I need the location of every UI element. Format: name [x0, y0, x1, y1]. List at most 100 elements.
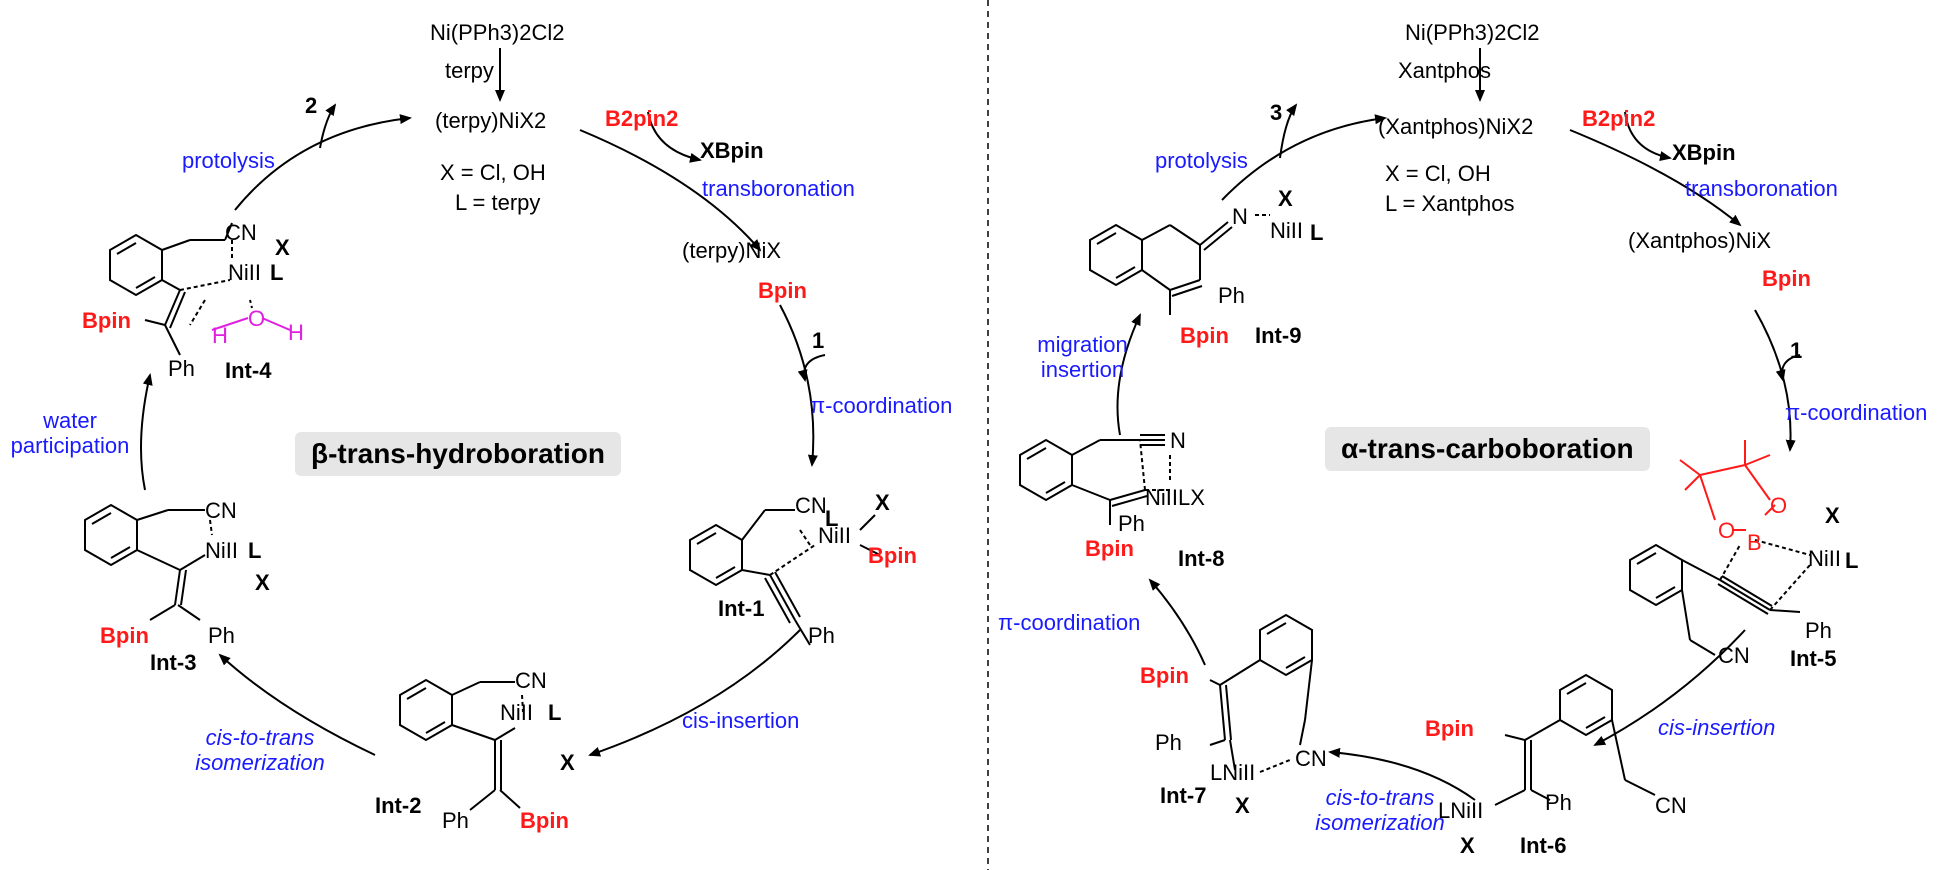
left-product-number: 2: [305, 93, 318, 118]
left-byproduct-xbpin: XBpin: [700, 138, 764, 163]
int3-cn: CN: [205, 498, 237, 523]
int2-x: X: [560, 750, 575, 775]
right-step-isomerization: cis-to-trans isomerization: [1315, 785, 1445, 836]
int1-ph: Ph: [808, 623, 835, 648]
int7-x: X: [1235, 793, 1250, 818]
left-active-species: (terpy)NiX: [682, 238, 782, 263]
int5-label: Int-5: [1790, 646, 1837, 671]
right-step-pi-coordination-2: π-coordination: [998, 610, 1141, 635]
int6-cn: CN: [1655, 793, 1687, 818]
right-step-protolysis: protolysis: [1155, 148, 1248, 173]
left-reagent-b2pin2: B2pin2: [605, 106, 679, 131]
int8-n: N: [1170, 428, 1186, 453]
left-x-definition: X = Cl, OH: [440, 160, 546, 185]
int1-ni: NiII: [818, 523, 851, 548]
int6-structure: [1494, 673, 1656, 806]
int5-x: X: [1825, 503, 1840, 528]
int9-label: Int-9: [1255, 323, 1302, 348]
right-active-species: (Xantphos)NiX: [1628, 228, 1772, 253]
int7-bpin: Bpin: [1140, 663, 1189, 688]
int5-ni: NiII: [1808, 546, 1841, 571]
arrow-b2pin2-in-left: [647, 111, 702, 163]
int5-structure: [1629, 440, 1811, 656]
int2-ph: Ph: [442, 808, 469, 833]
int2-cn: CN: [515, 668, 547, 693]
int5-o2: O: [1770, 493, 1788, 518]
int3-structure: [84, 503, 213, 621]
left-l-definition: L = terpy: [455, 190, 541, 215]
left-complex: (terpy)NiX2: [435, 108, 547, 133]
arrow-water-left: [140, 373, 153, 491]
arrow-pi-coordination-2-right: [1148, 578, 1206, 666]
right-x-definition: X = Cl, OH: [1385, 161, 1491, 186]
int3-bpin: Bpin: [100, 623, 149, 648]
int1-label: Int-1: [718, 596, 765, 621]
int6-x: X: [1460, 833, 1475, 858]
int4-structure: [109, 222, 291, 356]
right-l-definition: L = Xantphos: [1385, 191, 1515, 216]
int1-l: L: [825, 506, 839, 531]
right-title-banner: α-trans-carboboration: [1325, 427, 1650, 471]
int3-ph: Ph: [208, 623, 235, 648]
int9-bpin: Bpin: [1180, 323, 1229, 348]
int2-bpin: Bpin: [520, 808, 569, 833]
int3-x: X: [255, 570, 270, 595]
int3-label: Int-3: [150, 650, 197, 675]
int9-n1: N: [1232, 204, 1248, 229]
int2-ni: NiII: [500, 700, 533, 725]
int8-structure: [1019, 434, 1171, 525]
int4-water-o: O: [248, 306, 266, 331]
arrow-migration-right: [1116, 313, 1141, 436]
arrow-isomerization-right: [1328, 747, 1476, 801]
left-step-pi-coordination: π-coordination: [810, 393, 953, 418]
arrow-cis-insertion-left: [588, 629, 801, 757]
arrow-pi-coordination-left: [779, 304, 818, 467]
int1-bpin: Bpin: [868, 543, 917, 568]
int4-x: X: [275, 235, 290, 260]
int6-lni: LNiII: [1438, 798, 1484, 823]
int9-ph: Ph: [1218, 283, 1245, 308]
left-step-protolysis: protolysis: [182, 148, 275, 173]
left-step-water: water participation: [10, 408, 130, 459]
int7-cn: CN: [1295, 746, 1327, 771]
right-complex: (Xantphos)NiX2: [1378, 114, 1534, 139]
right-step-transboronation: transboronation: [1685, 176, 1838, 201]
int5-ph: Ph: [1805, 618, 1832, 643]
arrow-protolysis-right: [1221, 114, 1387, 201]
int7-lni: LNiII: [1210, 760, 1256, 785]
left-step-isomerization: cis-to-trans isomerization: [195, 725, 325, 776]
int8-nilx: NiIILX: [1145, 485, 1205, 510]
arrow-product-out-right: [1279, 103, 1298, 159]
int4-l: L: [270, 260, 284, 285]
int7-structure: [1209, 613, 1313, 773]
int5-o1: O: [1718, 518, 1736, 543]
int1-structure: [689, 509, 881, 646]
arrow-substrate-in-left: [797, 354, 826, 382]
left-catalyst: Ni(PPh3)2Cl2: [430, 20, 565, 45]
int7-ph: Ph: [1155, 730, 1182, 755]
arrow-substrate-in-right: [1775, 354, 1801, 382]
left-title-banner: β-trans-hydroboration: [295, 432, 621, 476]
arrow-b2pin2-in-right: [1624, 111, 1672, 161]
arrow-protolysis-left: [234, 114, 412, 211]
int9-l: L: [1310, 220, 1324, 245]
left-active-bpin: Bpin: [758, 278, 807, 303]
left-substrate-number: 1: [812, 328, 825, 353]
int6-label: Int-6: [1520, 833, 1567, 858]
int4-cn: CN: [225, 220, 257, 245]
right-ligand-label: Xantphos: [1398, 58, 1491, 83]
arrow-transboronation-right: [1569, 129, 1742, 227]
int4-bpin: Bpin: [82, 308, 131, 333]
int2-l: L: [548, 700, 562, 725]
int8-label: Int-8: [1178, 546, 1225, 571]
right-reagent-b2pin2: B2pin2: [1582, 106, 1656, 131]
int4-water-h1: H: [212, 323, 228, 348]
int4-water-h2: H: [288, 320, 304, 345]
int6-ph: Ph: [1545, 790, 1572, 815]
right-catalyst: Ni(PPh3)2Cl2: [1405, 20, 1540, 45]
arrow-product-out-left: [319, 103, 337, 149]
int8-ph: Ph: [1118, 511, 1145, 536]
int4-ph: Ph: [168, 356, 195, 381]
arrow-isomerization-left: [218, 653, 376, 756]
